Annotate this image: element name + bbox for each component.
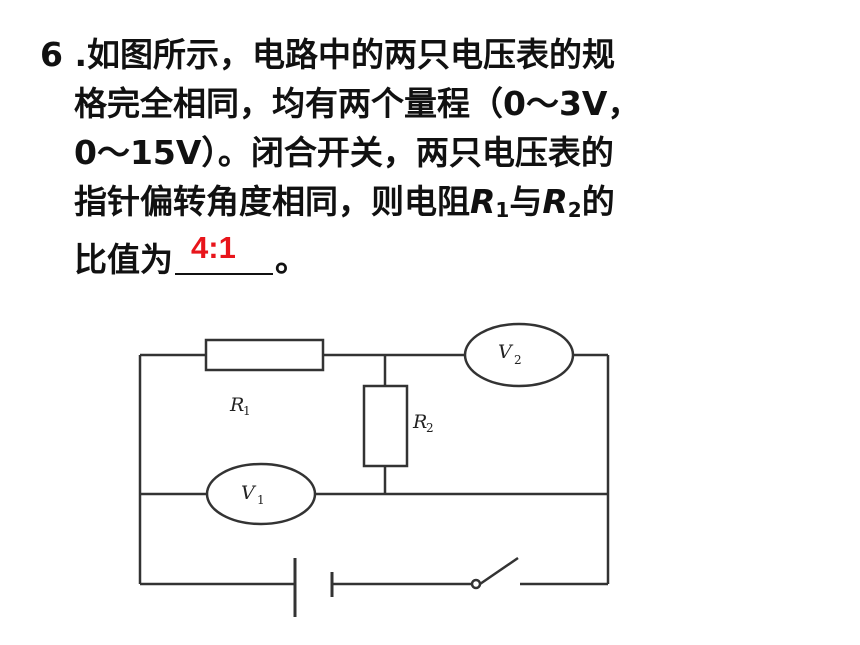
resistor-r1	[204, 338, 325, 372]
question-line-1: 6 .如图所示，电路中的两只电压表的规	[40, 35, 616, 74]
r1-symbol: R	[470, 182, 496, 221]
r2-symbol: R	[542, 182, 568, 221]
v1-label: V	[241, 482, 257, 504]
problem-text: 6 .如图所示，电路中的两只电压表的规 格完全相同，均有两个量程（0～3V， 0…	[40, 30, 820, 284]
switch-pivot	[470, 578, 482, 590]
r2-label-sub: 2	[426, 421, 434, 435]
switch-lever	[479, 556, 519, 586]
answer-blank: 4:1	[175, 230, 273, 275]
voltmeter-v1	[205, 462, 317, 526]
r1-label: R	[229, 394, 244, 416]
answer-text: 4:1	[191, 230, 236, 265]
question-line-4: 指针偏转角度相同，则电阻R1与R2的	[74, 182, 615, 222]
question-line-3: 0～15V）。闭合开关，两只电压表的	[74, 133, 614, 172]
question-number: 6	[40, 35, 63, 74]
v2-label-sub: 2	[514, 353, 522, 367]
question-line-2: 格完全相同，均有两个量程（0～3V，	[74, 84, 641, 123]
v2-label: V	[498, 341, 514, 363]
r1-label-sub: 1	[243, 404, 251, 418]
circuit-diagram: R 1 R 2 V 2 V 1	[138, 322, 610, 617]
r2-label: R	[412, 411, 427, 433]
v1-label-sub: 1	[257, 493, 265, 507]
voltmeter-v2	[463, 322, 575, 388]
resistor-r2	[362, 384, 409, 468]
